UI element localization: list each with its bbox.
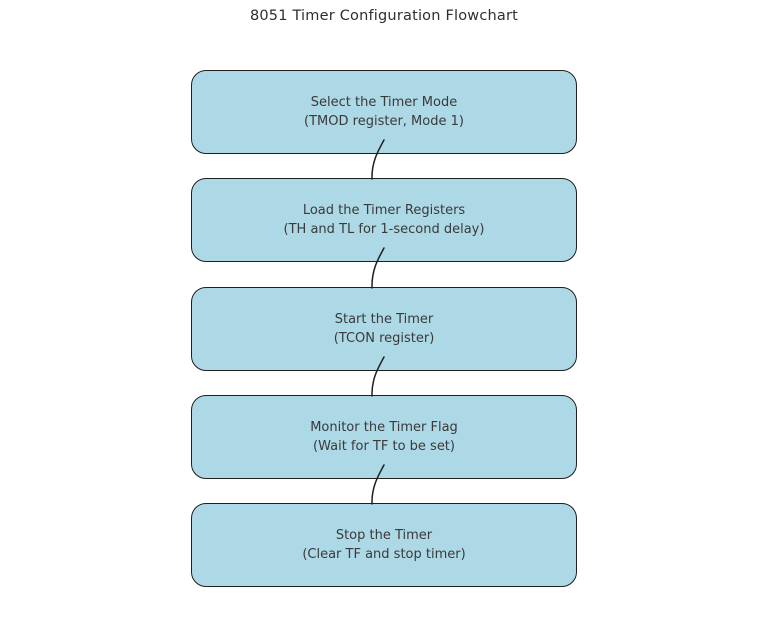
node-text-line1: Stop the Timer (335, 528, 433, 543)
node-select-timer-mode: Select the Timer Mode (TMOD register, Mo… (191, 70, 577, 154)
node-text-line2: (TCON register) (333, 331, 435, 346)
node-stop-timer: Stop the Timer (Clear TF and stop timer) (191, 503, 577, 587)
node-load-timer-registers: Load the Timer Registers (TH and TL for … (191, 178, 577, 262)
node-text-line1: Start the Timer (334, 312, 434, 327)
node-text-line1: Select the Timer Mode (310, 95, 458, 110)
node-text-line2: (Wait for TF to be set) (313, 439, 455, 454)
node-text-line2: (TMOD register, Mode 1) (304, 114, 464, 129)
node-text-line2: (TH and TL for 1-second delay) (283, 222, 485, 237)
node-text-line1: Monitor the Timer Flag (310, 420, 458, 435)
node-text-line2: (Clear TF and stop timer) (302, 547, 466, 562)
node-monitor-timer-flag: Monitor the Timer Flag (Wait for TF to b… (191, 395, 577, 479)
node-start-timer: Start the Timer (TCON register) (191, 287, 577, 371)
chart-title: 8051 Timer Configuration Flowchart (249, 8, 519, 24)
node-text-line1: Load the Timer Registers (302, 203, 466, 218)
